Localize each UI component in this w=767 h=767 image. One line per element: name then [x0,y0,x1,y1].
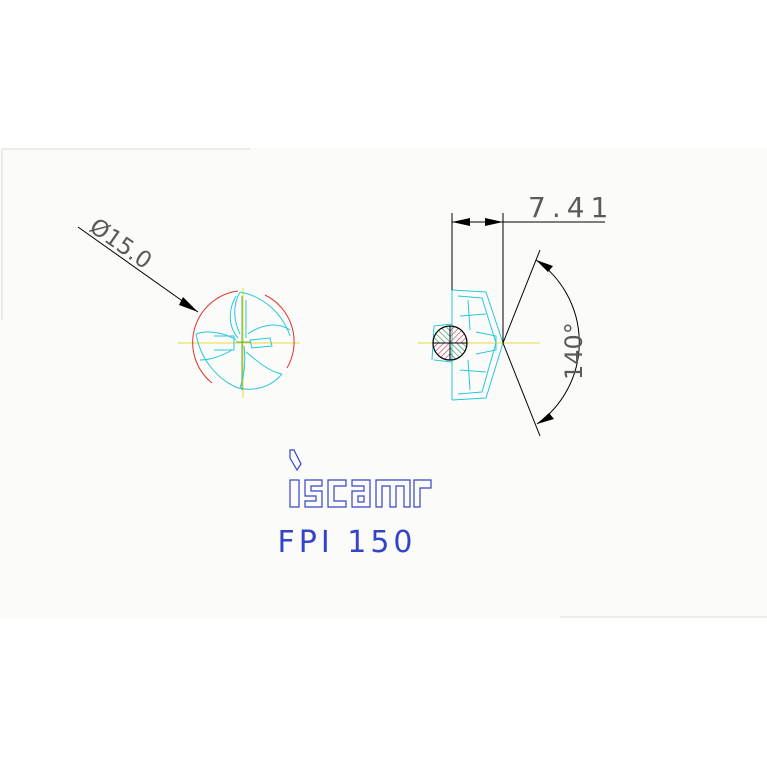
section-circle [432,325,468,361]
iscar-logo [289,449,432,508]
brand-block: iscar FPI 150 [278,449,432,560]
drawing-sheet [0,148,767,618]
angle-dimension: 140° [502,249,588,437]
depth-dimension: 7.41 [451,191,614,343]
insert-outline-end [195,291,291,390]
product-label: FPI 150 [278,525,417,560]
diameter-circle [192,290,295,384]
insert-detail-green [236,296,250,390]
angle-label: 140° [560,322,588,380]
depth-label: 7.41 [528,191,614,224]
side-view: 7.41 140° [418,191,614,437]
